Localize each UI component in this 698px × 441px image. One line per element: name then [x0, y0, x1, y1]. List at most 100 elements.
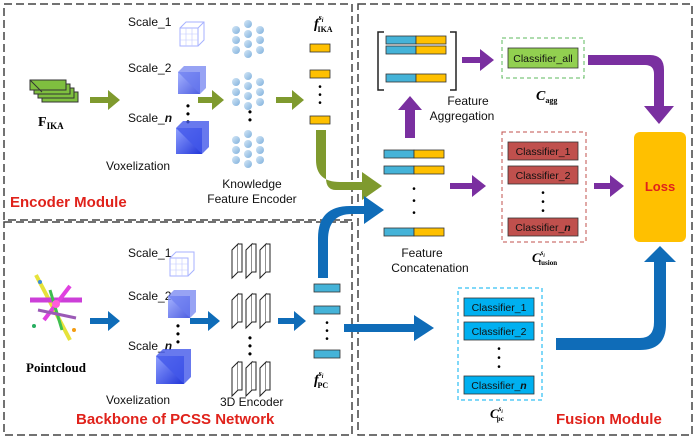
knowledge-encoder-net-n-icon — [232, 130, 264, 168]
svg-text:•: • — [325, 334, 329, 345]
classifier-all-frame — [501, 37, 585, 79]
feature-aggregation-matrix — [377, 31, 457, 91]
svg-text:•: • — [318, 82, 322, 93]
loss-box — [634, 132, 686, 242]
svg-text:•: • — [248, 105, 252, 119]
pc-classifier-n-label: Classifier_n — [471, 380, 526, 392]
fusion-classifier-2-label: Classifier_2 — [516, 170, 571, 182]
svg-text:•: • — [325, 318, 329, 329]
fusion-module-frame — [357, 3, 693, 436]
backbone-scale-1-label: Scale_1 — [128, 246, 172, 260]
f-ika-bar-n — [309, 115, 331, 125]
svg-text:•: • — [176, 335, 180, 349]
encoder-scale-2-label: Scale_2 — [128, 61, 172, 75]
encoder-scale-1-label: Scale_1 — [128, 15, 172, 29]
encoder-voxel-scale-2-icon — [178, 66, 206, 94]
concat-to-fusion-classifier-arrow — [450, 175, 486, 197]
f-pc-bar-1 — [313, 283, 341, 293]
svg-text:•: • — [541, 188, 545, 199]
feature-concatenation-label-line2: Concatenation — [391, 261, 468, 275]
backbone-voxel-scale-n-icon — [156, 349, 191, 384]
svg-text:•: • — [412, 196, 416, 207]
svg-text:•: • — [176, 319, 180, 333]
encoder-scale-dots: • — [186, 99, 190, 113]
knowledge-encoder-net-2-icon — [232, 72, 264, 110]
classifier-all-to-loss-arrow — [588, 55, 674, 124]
encoder-module-frame — [3, 3, 353, 221]
fusion-classifier-2-box — [507, 165, 579, 185]
pc-classifier-n-box — [463, 375, 535, 395]
svg-text:•: • — [412, 208, 416, 219]
fusion-classifier-n-label: Classifier_n — [515, 222, 570, 234]
knowledge-encoder-label-line1: Knowledge — [222, 177, 282, 191]
svg-text:•: • — [541, 206, 545, 217]
f-ika-bar-1 — [309, 43, 331, 53]
svg-text:•: • — [248, 113, 252, 127]
svg-text:•: • — [497, 362, 501, 373]
knowledge-encoder-net-1-icon — [232, 20, 264, 58]
pc-classifier-1-label: Classifier_1 — [472, 302, 527, 314]
pc-classifier-frame — [457, 287, 543, 401]
backbone-module-title: Backbone of PCSS Network — [76, 411, 275, 428]
backbone-scale-n-label: Scale_n — [128, 339, 172, 353]
backbone-arrow-2 — [190, 311, 220, 331]
f-pc-bar-n — [313, 349, 341, 359]
pc-classifier-2-label: Classifier_2 — [472, 326, 527, 338]
svg-text:•: • — [248, 339, 252, 353]
svg-text:•: • — [186, 107, 190, 121]
fusion-classifier-n-box — [507, 217, 579, 237]
svg-text:•: • — [318, 98, 322, 109]
encoder-to-concat-arrow — [316, 130, 382, 200]
encoder-arrow-3 — [276, 90, 304, 110]
pointcloud-icon — [30, 274, 82, 341]
encoder-arrow-1 — [90, 90, 120, 110]
pc-classifier-to-loss-arrow — [556, 246, 676, 350]
fika-input-icon — [29, 79, 79, 103]
fusion-classifier-frame — [501, 131, 587, 243]
concat-to-aggregation-arrow — [398, 96, 422, 138]
feature-aggregation-label-line1: Feature — [447, 94, 489, 108]
3d-encoder-icon — [231, 242, 271, 398]
svg-text:•: • — [248, 331, 252, 345]
c-agg-label: Cagg — [536, 89, 557, 105]
fusion-classifier-1-label: Classifier_1 — [516, 146, 571, 158]
encoder-module-title: Encoder Module — [10, 194, 127, 211]
f-pc-bar-2 — [313, 305, 341, 315]
svg-text:•: • — [497, 344, 501, 355]
fusion-classifier-1-box — [507, 141, 579, 161]
backbone-voxel-scale-2-icon — [168, 290, 196, 318]
svg-text:•: • — [176, 327, 180, 341]
svg-text:•: • — [248, 347, 252, 361]
feature-aggregation-label-line2: Aggregation — [430, 109, 495, 123]
fika-input-label: FIKA — [38, 115, 64, 131]
backbone-arrow-3 — [278, 311, 306, 331]
pc-classifier-1-box — [463, 297, 535, 317]
backbone-scale-2-label: Scale_2 — [128, 289, 172, 303]
encoder-voxelization-label: Voxelization — [106, 159, 170, 173]
loss-label: Loss — [645, 179, 675, 194]
feature-concatenation-column — [383, 149, 445, 237]
3d-encoder-label: 3D Encoder — [220, 395, 283, 409]
feature-concatenation-label-line1: Feature — [401, 246, 443, 260]
svg-text:•: • — [325, 326, 329, 337]
backbone-to-pc-classifier-arrow — [344, 315, 434, 341]
backbone-module-frame — [3, 221, 353, 436]
pc-classifier-2-box — [463, 321, 535, 341]
encoder-voxel-scale-1-icon — [179, 21, 205, 47]
backbone-voxel-scale-1-icon — [169, 251, 195, 277]
svg-text:•: • — [412, 184, 416, 195]
backbone-to-concat-arrow — [318, 196, 384, 278]
pointcloud-label: Pointcloud — [26, 360, 87, 375]
aggregation-to-classifier-arrow — [462, 49, 494, 71]
encoder-scale-n-label: Scale_n — [128, 111, 172, 125]
fusion-classifier-to-loss-arrow — [594, 175, 624, 197]
encoder-voxel-scale-n-icon — [176, 121, 209, 154]
svg-text:•: • — [318, 90, 322, 101]
svg-text:•: • — [497, 353, 501, 364]
knowledge-encoder-label-line2: Feature Encoder — [207, 192, 296, 206]
classifier-all-box — [507, 47, 579, 69]
